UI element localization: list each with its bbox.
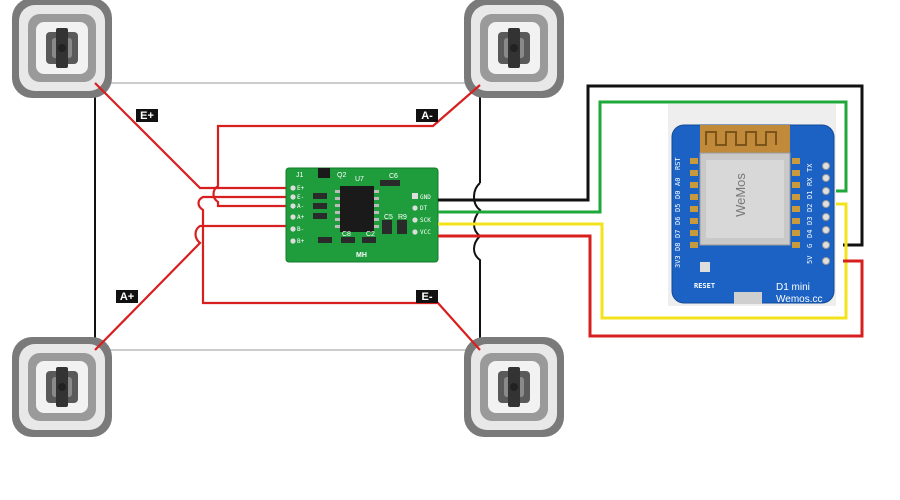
reset-button: [700, 262, 710, 272]
svg-text:RST: RST: [674, 157, 682, 170]
d1-right-header: [822, 162, 830, 265]
svg-text:D8: D8: [674, 243, 682, 251]
d1-left-pin-labels: RST A0 D0 D5 D6 D7 D8 3V3: [674, 157, 682, 268]
u7-label: U7: [355, 176, 364, 183]
c2-label: C2: [366, 231, 375, 238]
wire-label-a-plus: A+: [116, 290, 138, 303]
svg-text:D1: D1: [806, 191, 814, 199]
svg-text:GND: GND: [420, 194, 431, 201]
load-cell-top-right: [464, 0, 564, 98]
svg-text:E-: E-: [297, 194, 304, 201]
svg-text:D3: D3: [806, 217, 814, 225]
hx711-left-pins: E+ E- A- A+ B- B+: [290, 185, 305, 245]
load-cell-red-wires: [94, 82, 481, 351]
svg-text:D4: D4: [806, 230, 814, 238]
q2-label: Q2: [337, 172, 346, 179]
svg-text:D5: D5: [674, 204, 682, 212]
signal-wires: [438, 84, 864, 338]
load-cell-bottom-right: [464, 337, 564, 437]
svg-text:A-: A-: [297, 203, 304, 210]
svg-text:B+: B+: [297, 238, 305, 245]
load-cell-top-left: [12, 0, 112, 98]
svg-text:DT: DT: [420, 205, 428, 212]
c8-label: C8: [342, 231, 351, 238]
svg-text:E+: E+: [297, 185, 305, 192]
d1-mini-name: D1 mini: [776, 282, 810, 293]
svg-text:A0: A0: [674, 178, 682, 186]
hx711-board: J1 Q2 C6 U7 C8 C2 C5 R9 MH: [285, 167, 439, 263]
svg-text:E-: E-: [422, 291, 433, 303]
c5-label: C5: [384, 214, 393, 221]
c6-label: C6: [389, 173, 398, 180]
usb-port: [734, 292, 762, 304]
r9-label: R9: [398, 214, 407, 221]
svg-text:5V: 5V: [806, 255, 814, 264]
svg-text:VCC: VCC: [420, 229, 431, 236]
svg-text:RX: RX: [806, 177, 814, 186]
reset-label: RESET: [694, 282, 715, 290]
svg-text:D7: D7: [674, 230, 682, 238]
d1-right-pin-labels: TX RX D1 D2 D3 D4 G 5V: [806, 163, 814, 264]
hx711-right-pins: GND DT SCK VCC: [412, 193, 431, 236]
mounting-frame: [95, 82, 478, 351]
svg-text:A+: A+: [120, 291, 134, 303]
wire-label-e-plus: E+: [136, 109, 158, 122]
svg-text:WeMos: WeMos: [733, 173, 748, 217]
svg-text:3V3: 3V3: [674, 255, 682, 268]
svg-text:G: G: [806, 244, 814, 248]
hx711-chip: [340, 186, 374, 232]
svg-text:SCK: SCK: [420, 217, 431, 224]
svg-text:A-: A-: [421, 110, 433, 122]
svg-text:D2: D2: [806, 204, 814, 212]
svg-text:D6: D6: [674, 217, 682, 225]
svg-text:E+: E+: [140, 110, 154, 122]
svg-text:D0: D0: [674, 191, 682, 199]
svg-text:TX: TX: [806, 163, 814, 172]
j1-label: J1: [296, 172, 304, 179]
load-cell-bottom-left: [12, 337, 112, 437]
d1-mini-board: WeMos RST A0 D0 D5 D6 D7 D8 3V3 TX RX: [668, 104, 836, 306]
load-cell-black-wires: [94, 83, 482, 352]
svg-text:B-: B-: [297, 226, 304, 233]
board-mh-label: MH: [356, 252, 367, 259]
wire-label-e-minus: E-: [416, 290, 438, 303]
svg-text:A+: A+: [297, 214, 305, 221]
d1-mini-brand: Wemos.cc: [776, 294, 823, 305]
wire-label-a-minus: A-: [416, 109, 438, 122]
